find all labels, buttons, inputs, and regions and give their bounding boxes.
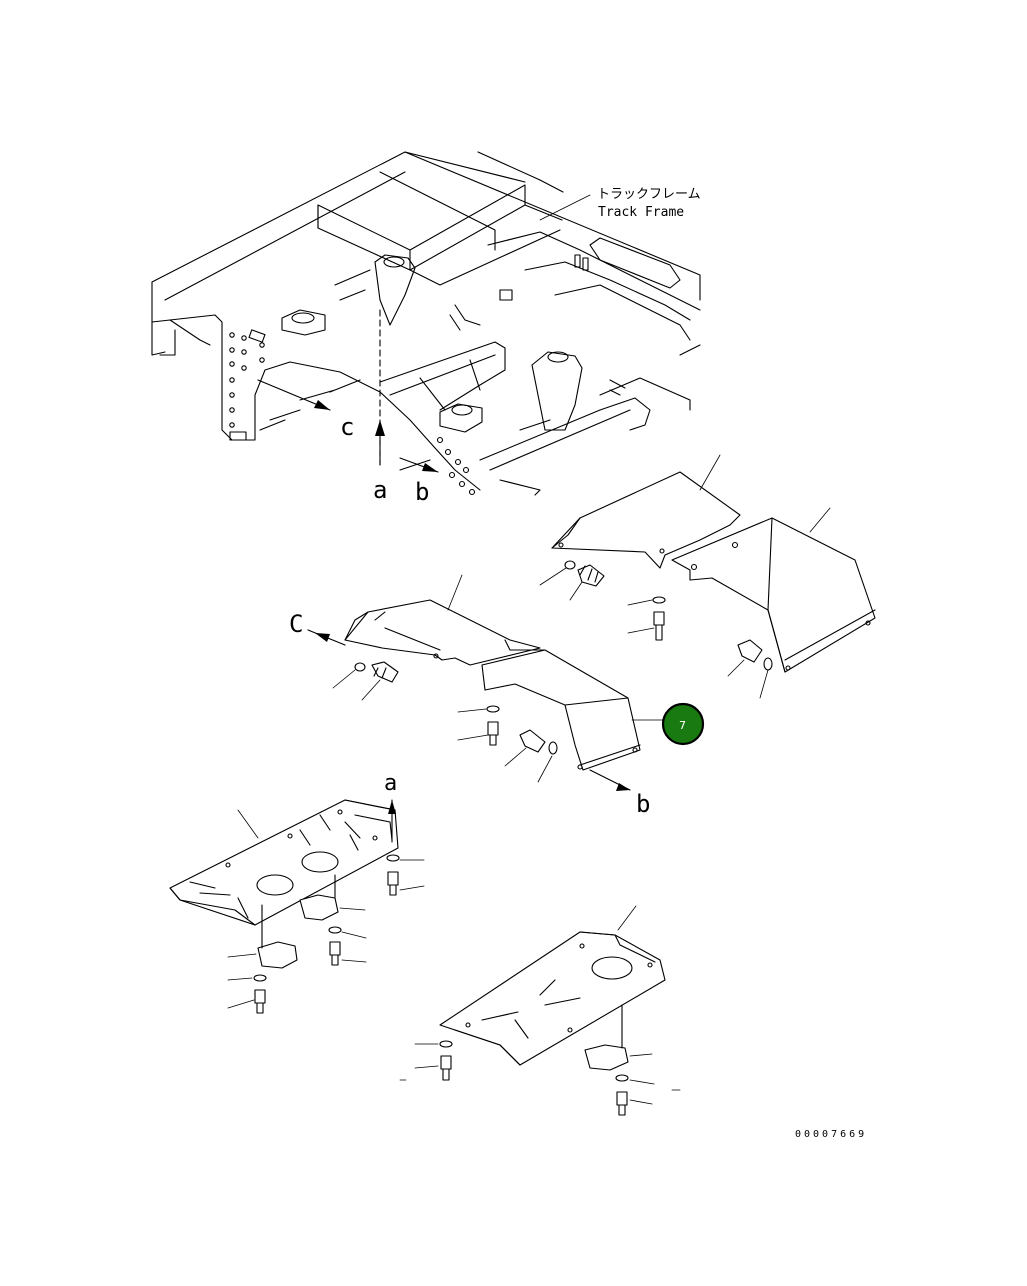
view-letter-a-lower: a — [384, 771, 397, 796]
view-letter-c-center: C — [289, 610, 303, 638]
drawing-number: 00007669 — [795, 1129, 867, 1140]
upper-right-covers — [539, 454, 876, 699]
callout-7[interactable]: 7 — [661, 702, 705, 746]
lower-left-plate — [169, 799, 425, 1014]
track-frame — [151, 151, 701, 496]
track-frame-label-jp: トラックフレーム — [597, 187, 701, 202]
lower-right-plate — [399, 905, 681, 1116]
view-letter-a-top: a — [373, 476, 387, 504]
view-letter-b-center: b — [636, 790, 650, 818]
track-frame-label-en: Track Frame — [598, 205, 684, 220]
callout-number: 7 — [679, 719, 686, 732]
view-letter-b-top: b — [415, 478, 429, 506]
view-letter-c-top: c — [340, 413, 354, 441]
center-covers — [307, 574, 664, 791]
